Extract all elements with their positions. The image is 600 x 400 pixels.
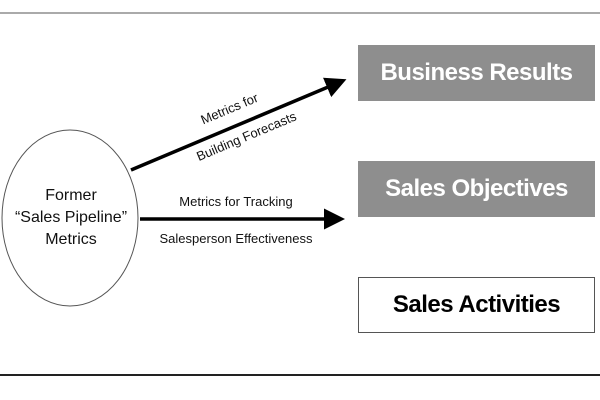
source-line-2: “Sales Pipeline” (15, 209, 127, 226)
bottom-rule (0, 374, 600, 376)
target-sales-activities: Sales Activities (358, 277, 595, 333)
source-line-3: Metrics (45, 231, 97, 248)
arrow-forecasts-label-top: Metrics for (199, 90, 261, 128)
arrow-effectiveness-label-top: Metrics for Tracking (179, 194, 292, 209)
target-business-results: Business Results (358, 45, 595, 101)
top-rule (0, 12, 600, 14)
arrow-forecasts (130, 77, 347, 172)
source-circle (1, 129, 139, 307)
target-sales-objectives: Sales Objectives (358, 161, 595, 217)
source-line-1: Former (45, 187, 97, 204)
arrow-effectiveness-label-bottom: Salesperson Effectiveness (160, 231, 313, 246)
